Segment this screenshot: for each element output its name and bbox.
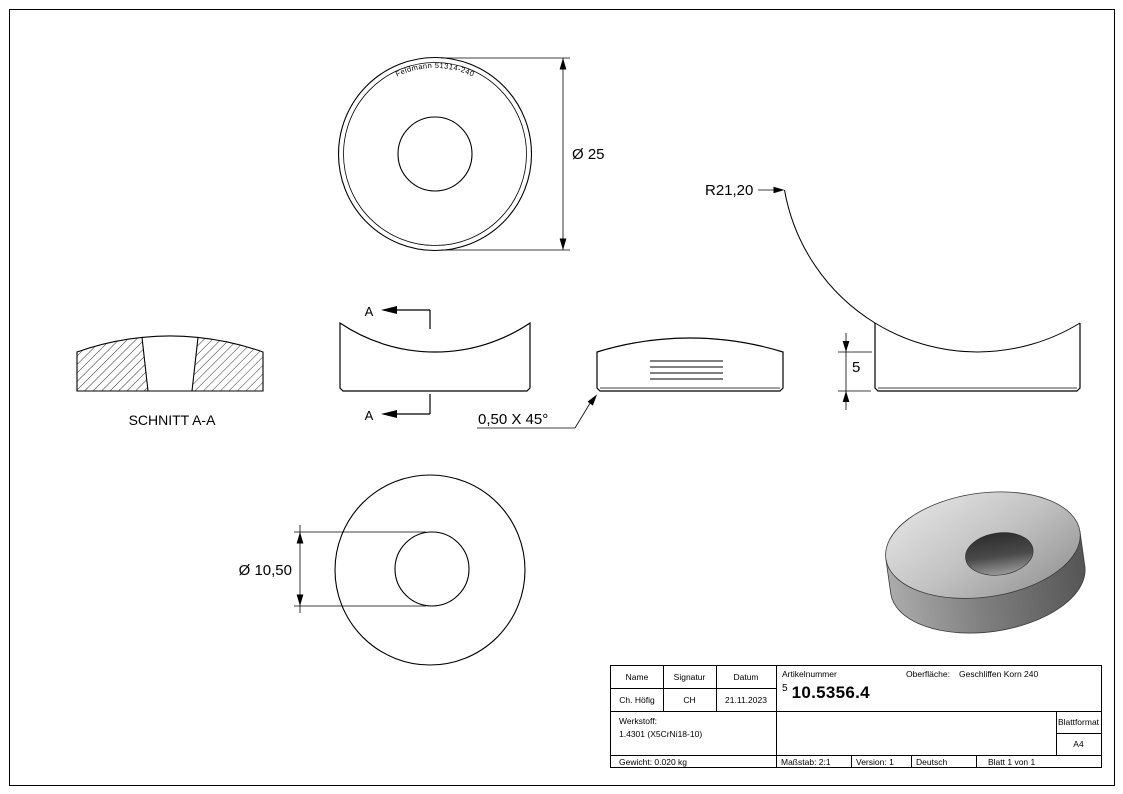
titleblock-line bbox=[611, 711, 1101, 712]
article-number-prefix: 5 bbox=[782, 683, 788, 694]
titleblock-line bbox=[976, 755, 977, 767]
sheet-format-label: Blattformat bbox=[1057, 717, 1100, 727]
page-frame bbox=[9, 9, 1115, 786]
front-view bbox=[339, 321, 531, 392]
titleblock-line bbox=[663, 666, 664, 711]
dim-outer-diameter bbox=[441, 57, 570, 251]
dim-thickness-label: 5 bbox=[852, 359, 860, 376]
dim-outer-diameter-label: Ø 25 bbox=[572, 146, 605, 163]
section-letter-bottom: A bbox=[365, 408, 374, 423]
radius-annotation bbox=[758, 186, 785, 194]
right-side-view bbox=[784, 189, 1081, 392]
article-number-label: Artikelnummer bbox=[782, 669, 837, 679]
titleblock-line bbox=[851, 755, 852, 767]
section-letter-top: A bbox=[365, 304, 374, 319]
title-block: Name Signatur Datum Ch. Höfig CH 21.11.2… bbox=[610, 665, 1102, 768]
language: Deutsch bbox=[916, 757, 948, 767]
titleblock-line bbox=[911, 755, 912, 767]
titleblock-line bbox=[1056, 733, 1101, 734]
section-title: SCHNITT A-A bbox=[129, 412, 217, 428]
material-label: Werkstoff: bbox=[619, 716, 657, 726]
surface-value: Geschliffen Korn 240 bbox=[959, 669, 1039, 679]
radius-label: R21,20 bbox=[705, 182, 753, 199]
titleblock-line bbox=[776, 666, 777, 767]
author-signature: CH bbox=[683, 694, 696, 705]
engraving-text: Feldmann 51314-240 bbox=[394, 61, 476, 79]
sheet-number: Blatt 1 von 1 bbox=[988, 757, 1036, 767]
scale: Maßstab: 2:1 bbox=[781, 757, 831, 767]
header-date: Datum bbox=[733, 672, 759, 682]
author-name: Ch. Höfig bbox=[619, 694, 655, 705]
header-signature: Signatur bbox=[673, 672, 706, 682]
article-number-value: 10.5356.4 bbox=[791, 683, 870, 702]
dim-hole-diameter-label: Ø 10,50 bbox=[239, 562, 292, 579]
top-view bbox=[337, 56, 533, 252]
drawing-date: 21.11.2023 bbox=[725, 694, 767, 705]
sheet-format-value: A4 bbox=[1073, 739, 1084, 749]
titleblock-line bbox=[611, 688, 776, 689]
dim-hole-diameter bbox=[294, 525, 426, 613]
chamfer-view bbox=[596, 337, 784, 392]
bottom-view bbox=[334, 474, 526, 666]
surface-label: Oberfläche: bbox=[906, 669, 950, 679]
dim-thickness bbox=[838, 333, 872, 410]
titleblock-line bbox=[716, 666, 717, 711]
titleblock-line bbox=[611, 755, 1101, 756]
version: Version: 1 bbox=[856, 757, 894, 767]
iso-3d-view bbox=[885, 491, 1086, 634]
header-name: Name bbox=[625, 672, 649, 682]
section-view bbox=[76, 335, 264, 392]
chamfer-label: 0,50 X 45° bbox=[478, 411, 548, 428]
weight: Gewicht: 0.020 kg bbox=[619, 757, 688, 767]
section-cut-line bbox=[381, 306, 431, 418]
material-value: 1.4301 (X5CrNi18-10) bbox=[619, 729, 703, 739]
chamfer-callout bbox=[477, 394, 597, 429]
